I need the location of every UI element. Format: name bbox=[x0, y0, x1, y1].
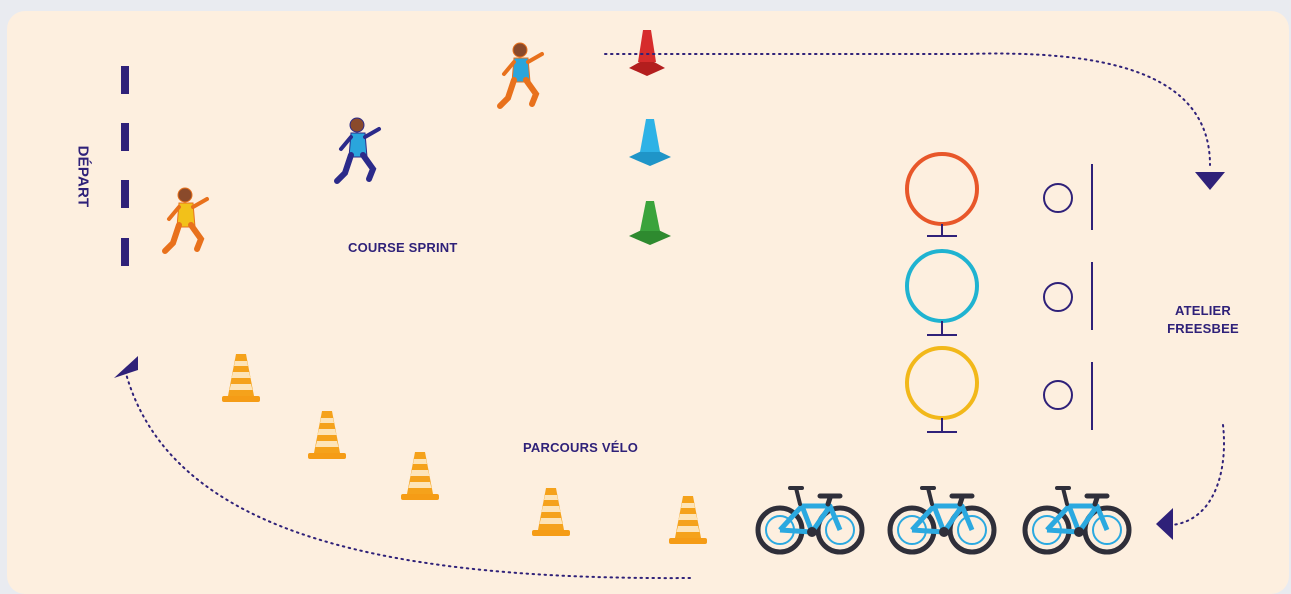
traffic-cone-icon bbox=[308, 411, 346, 459]
route-path bbox=[125, 54, 1224, 579]
hoop-yellow bbox=[907, 348, 977, 432]
zone-label-frisbee: ATELIER FREESBEE bbox=[1148, 302, 1258, 338]
zone-label-depart: DÉPART bbox=[75, 137, 92, 217]
bike-icon bbox=[890, 488, 994, 552]
runner-icon bbox=[165, 188, 207, 251]
bike-icon bbox=[758, 488, 862, 552]
hoop-orange bbox=[907, 154, 977, 236]
traffic-cone-icon bbox=[222, 354, 260, 402]
zone-label-sprint: COURSE SPRINT bbox=[348, 240, 458, 255]
zone-label-velo: PARCOURS VÉLO bbox=[523, 440, 638, 455]
hoop-blue bbox=[907, 251, 977, 335]
bike-icon bbox=[1025, 488, 1129, 552]
runner-icon bbox=[337, 118, 379, 181]
arrow-head-icon bbox=[114, 172, 1225, 540]
traffic-cone-icon bbox=[669, 496, 707, 544]
traffic-cone-icon bbox=[532, 488, 570, 536]
marker-cone-blue bbox=[629, 119, 671, 166]
marker-cone-green bbox=[629, 201, 671, 245]
start-line bbox=[121, 66, 129, 266]
frisbee-station bbox=[1044, 164, 1092, 430]
traffic-cone-icon bbox=[401, 452, 439, 500]
runner-icon bbox=[500, 43, 542, 106]
